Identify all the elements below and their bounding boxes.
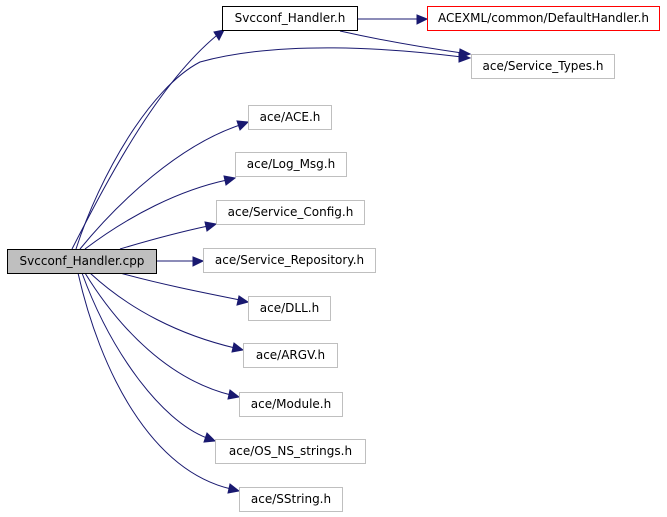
edge-to-service-types xyxy=(75,47,463,250)
node-log-msg-h[interactable]: ace/Log_Msg.h xyxy=(235,152,347,177)
arrowhead-service-repository xyxy=(192,256,205,267)
node-svcconf-handler-h[interactable]: Svcconf_Handler.h xyxy=(222,6,358,31)
arrowhead-os-ns-strings xyxy=(203,432,217,443)
edge-to-module xyxy=(84,272,232,396)
edge-to-os-ns-strings xyxy=(81,272,208,439)
arrowhead-service-config xyxy=(204,221,218,232)
arrowhead-sstring xyxy=(227,483,241,494)
edge-to-log-msg xyxy=(84,179,228,250)
node-os-ns-strings-h[interactable]: ace/OS_NS_strings.h xyxy=(215,439,366,464)
arrowhead-ace-h xyxy=(236,120,250,131)
node-service-types-h[interactable]: ace/Service_Types.h xyxy=(471,54,615,79)
node-service-repository-h[interactable]: ace/Service_Repository.h xyxy=(203,248,376,273)
edge-to-sstring xyxy=(77,272,232,490)
arrowhead-h-service-types xyxy=(458,48,472,59)
node-default-handler-h[interactable]: ACEXML/common/DefaultHandler.h xyxy=(427,6,660,31)
arrowhead-default-handler xyxy=(416,14,429,25)
node-svcconf-handler-cpp[interactable]: Svcconf_Handler.cpp xyxy=(7,249,157,274)
node-module-h[interactable]: ace/Module.h xyxy=(239,392,343,417)
edge-h-to-service-types xyxy=(339,30,463,54)
arrowhead-argv xyxy=(231,342,245,353)
node-ace-h[interactable]: ace/ACE.h xyxy=(248,105,332,130)
arrowhead-dll xyxy=(236,295,250,306)
edge-to-service-config xyxy=(119,225,209,250)
edge-to-dll xyxy=(119,272,241,301)
arrowhead-svcconf-handler-h xyxy=(213,29,225,42)
arrowhead-log-msg xyxy=(223,175,237,186)
arrowhead-module xyxy=(227,389,241,400)
node-sstring-h[interactable]: ace/SString.h xyxy=(239,487,343,512)
node-dll-h[interactable]: ace/DLL.h xyxy=(248,296,331,321)
edge-to-argv xyxy=(89,272,236,349)
node-argv-h[interactable]: ace/ARGV.h xyxy=(243,343,338,368)
edge-to-ace-h xyxy=(79,124,241,250)
edge-to-svcconf-handler-h xyxy=(71,31,222,250)
node-service-config-h[interactable]: ace/Service_Config.h xyxy=(216,200,365,225)
